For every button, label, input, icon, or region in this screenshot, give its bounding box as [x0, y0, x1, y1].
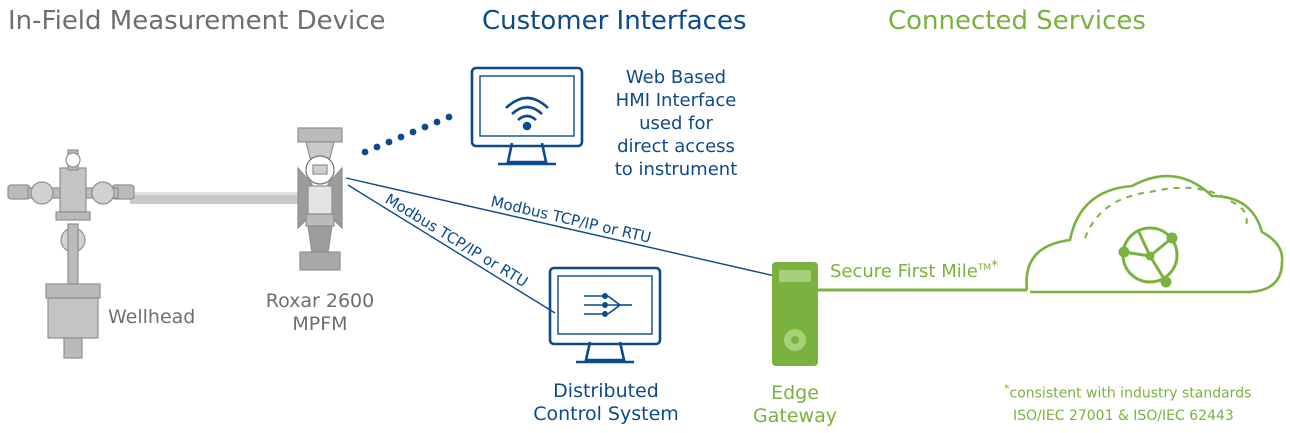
secure-label: Secure First MileTM*: [830, 258, 999, 282]
dcs-label: Distributed Control System: [533, 380, 679, 425]
link-edge-label: Modbus TCP/IP or RTU: [489, 192, 653, 246]
pipeline: [130, 192, 298, 204]
flowmeter-icon: [297, 127, 343, 271]
globe-network-icon: [1118, 226, 1179, 288]
hmi-label: Web Based HMI Interface used for direct …: [614, 67, 738, 180]
heading-customer: Customer Interfaces: [482, 6, 747, 36]
edge-gateway-icon: [772, 262, 818, 366]
footnote: *consistent with industry standards ISO/…: [1004, 382, 1252, 424]
wireless-dots: [361, 113, 453, 156]
wellhead-icon: [7, 149, 135, 359]
edge-label: Edge Gateway: [753, 382, 837, 427]
heading-field: In-Field Measurement Device: [8, 6, 386, 36]
heading-services: Connected Services: [888, 6, 1146, 36]
mpfm-label: Roxar 2600 MPFM: [265, 290, 375, 335]
monitor-wifi-icon: [470, 66, 584, 166]
wellhead-label: Wellhead: [108, 306, 196, 328]
modbus-links: [345, 177, 776, 314]
cloud-icon: [1025, 174, 1284, 294]
monitor-control-icon: [548, 266, 662, 364]
